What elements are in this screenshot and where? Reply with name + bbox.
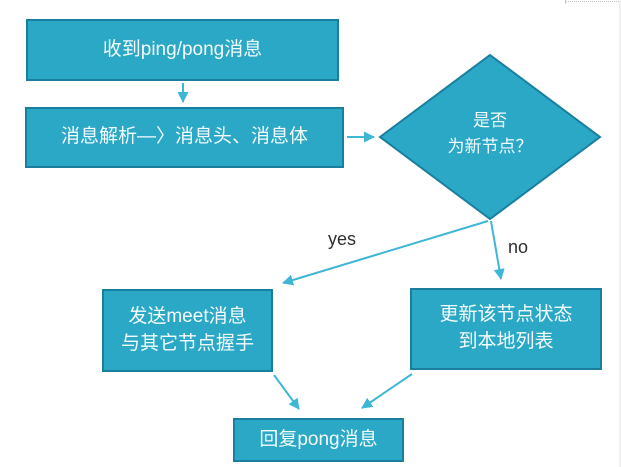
right-window-edge [619,0,621,467]
node-parse-message: 消息解析—〉消息头、消息体 [25,107,344,168]
node-decision-label: 是否 为新节点？ [447,110,533,156]
edge-sendmeet-to-reply [273,374,300,410]
node-reply-pong: 回复pong消息 [233,418,404,462]
edge-label-no: no [508,237,529,257]
edge-label-yes: yes [328,229,357,249]
edge-decision-no [490,220,505,280]
corner-edge-tick-artifact [565,0,566,4]
corner-edge-artifact [566,1,621,2]
edge-update-to-reply [361,373,413,409]
node-update-local-list: 更新该节点状态 到本地列表 [410,288,602,370]
node-receive-message: 收到ping/pong消息 [26,19,339,81]
edge-decision-yes [282,220,489,286]
node-send-meet: 发送meet消息 与其它节点握手 [102,289,273,372]
